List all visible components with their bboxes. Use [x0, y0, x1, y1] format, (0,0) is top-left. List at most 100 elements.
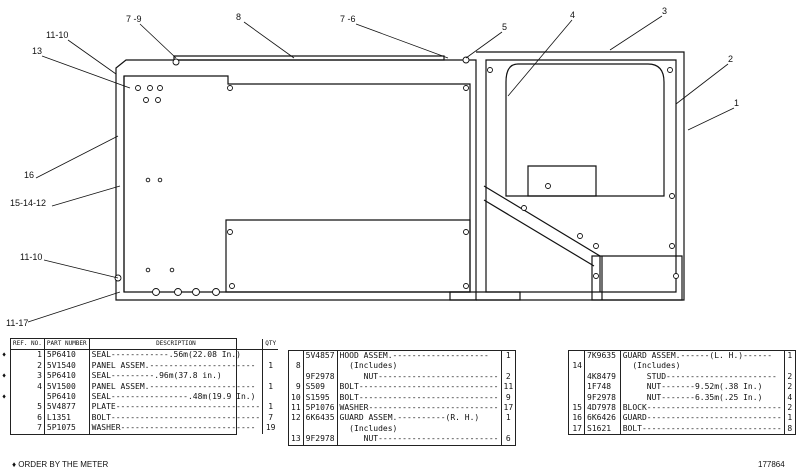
part-number-cell: L1351 — [44, 412, 90, 424]
ref-no-cell: 3♦ — [2, 371, 45, 382]
part-number-cell: 5V1500 — [44, 381, 90, 393]
callout-1: 1 — [734, 98, 739, 108]
ref-no-cell: ♦ — [2, 392, 45, 403]
description-cell: STUD----------------------- — [620, 371, 785, 383]
ref-no-cell — [289, 371, 304, 383]
qty-cell: 4 — [787, 392, 793, 402]
qty-cell: 6 — [505, 434, 511, 444]
callout-11-17: 11-17 — [6, 318, 28, 328]
qty-cell — [784, 361, 795, 371]
description-cell: PANEL ASSEM.---------------------- — [89, 381, 264, 393]
part-number-cell: 5V4877 — [44, 402, 90, 413]
ref-no-cell: 13 — [289, 434, 304, 445]
table-row: 9F2978 NUT-------6.35m(.25 In.)4 — [569, 392, 795, 404]
description-cell: HOOD ASSEM.-------------------- — [337, 351, 502, 362]
description-cell: PLATE------------------------------ — [89, 402, 264, 413]
ref-no-cell: 16 — [569, 413, 585, 424]
callout-16: 16 — [24, 170, 34, 180]
qty-cell: 1 — [268, 381, 274, 391]
panel-flange — [123, 75, 471, 293]
table-row: 9F2978 NUT-------------------------2 — [289, 371, 515, 383]
part-number-cell: 6K6435 — [303, 413, 338, 424]
part-number-cell: 5P1075 — [44, 423, 90, 434]
ref-no-cell — [569, 382, 585, 393]
description-cell: BOLT------------------------------- — [89, 412, 264, 424]
part-number-cell: S1621 — [584, 423, 621, 435]
table-row: (Includes) — [289, 423, 515, 435]
part-number-cell: 1F748 — [584, 382, 621, 393]
header-part-number: PART NUMBER — [44, 339, 90, 351]
qty-cell: 7 — [268, 412, 274, 422]
qty-cell — [263, 371, 278, 381]
guard-diagonal — [483, 185, 601, 292]
order-by-meter-icon: ♦ — [2, 393, 7, 402]
ref-no-cell: 14 — [569, 361, 585, 372]
qty-cell — [263, 350, 278, 361]
qty-cell — [263, 392, 278, 402]
hood-inner — [485, 59, 677, 293]
part-number-cell: 5P6410 — [44, 371, 90, 382]
part-number-cell: 7K9635 — [584, 351, 621, 362]
callout-2: 2 — [728, 54, 733, 64]
callout-4: 4 — [570, 10, 575, 20]
qty-cell: 2 — [505, 371, 511, 381]
part-number-cell: 5P6410 — [44, 349, 90, 361]
part-number-cell: 5V4857 — [303, 351, 338, 362]
description-cell: WASHER---------------------------- — [89, 423, 264, 434]
table-row: 14 (Includes) — [569, 361, 795, 372]
description-cell: SEAL------------.56m(22.08 In.) — [89, 349, 264, 361]
ref-no-cell: 8 — [289, 361, 304, 372]
guard-bracket — [527, 165, 597, 197]
description-cell: NUT------------------------- — [337, 371, 502, 383]
ref-no-cell — [569, 392, 585, 404]
ref-no-cell — [289, 423, 304, 435]
part-number-cell: 4D7978 — [584, 403, 621, 414]
part-number-cell: 9F2978 — [303, 434, 338, 445]
header-qty: QTY — [262, 339, 279, 351]
table-row: 8 (Includes) — [289, 361, 515, 372]
description-cell: BOLT----------------------------- — [337, 392, 502, 404]
description-cell: WASHER--------------------------- — [337, 403, 502, 414]
parts-table-1: REF. NO. PART NUMBER DESCRIPTION QTY 1♦5… — [2, 338, 279, 435]
bottom-tab — [449, 291, 521, 301]
ref-no-cell — [569, 371, 585, 383]
qty-cell: 1 — [787, 351, 793, 360]
part-number-cell: 5P6410 — [44, 392, 90, 403]
description-cell: (Includes) — [620, 361, 785, 372]
description-cell: GUARD---------------------------- — [620, 413, 785, 424]
ref-no-cell: 1♦ — [2, 349, 45, 361]
qty-cell — [501, 424, 515, 434]
header-description: DESCRIPTION — [89, 339, 264, 351]
description-cell: NUT------------------------- — [337, 434, 502, 445]
top-strip — [173, 55, 445, 61]
callout-5: 5 — [502, 22, 507, 32]
order-by-meter-icon: ♦ — [2, 372, 7, 381]
header-ref-no: REF. NO. — [11, 339, 45, 351]
description-cell: BLOCK---------------------------- — [620, 403, 785, 414]
ref-no-cell — [569, 351, 585, 362]
lower-plate — [225, 219, 471, 293]
order-by-meter-icon: ♦ — [2, 351, 7, 360]
ref-no-cell: 9 — [289, 382, 304, 393]
ref-no-cell: 4 — [11, 381, 45, 393]
description-cell: GUARD ASSEM.------(L. H.)------ — [620, 351, 785, 362]
description-cell: (Includes) — [337, 361, 502, 372]
part-number-cell — [303, 361, 338, 372]
qty-cell: 1 — [505, 351, 511, 360]
table-row: 4K8479 STUD-----------------------2 — [569, 371, 795, 383]
description-cell: GUARD ASSEM.----------(R. H.) — [337, 413, 502, 424]
hood-opening — [505, 63, 665, 197]
guard-block — [591, 255, 683, 301]
